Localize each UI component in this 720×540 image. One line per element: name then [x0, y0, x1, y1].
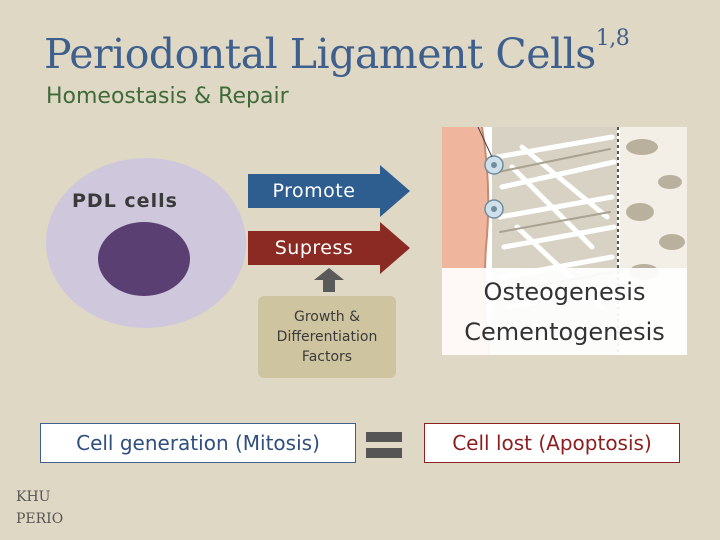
pdl-cells-label: PDL cells [72, 190, 178, 212]
logo-line-1: KHU [16, 489, 51, 505]
khu-perio-logo: KHU PERIO [16, 486, 63, 530]
growth-factors-box: Growth & Differentiation Factors [258, 296, 396, 378]
supress-arrow: Supress [248, 222, 410, 274]
factors-line-2: Differentiation [276, 329, 378, 345]
cell-generation-box: Cell generation (Mitosis) [40, 423, 356, 463]
equals-icon [366, 432, 402, 464]
promote-arrow: Promote [248, 165, 410, 217]
osteogenesis-label: Osteogenesis [483, 277, 646, 306]
slide-subtitle: Homeostasis & Repair [46, 84, 289, 109]
factors-line-1: Growth & [293, 309, 361, 325]
promote-label: Promote [272, 180, 356, 202]
cementogenesis-label: Cementogenesis [464, 317, 665, 346]
factors-line-3: Factors [301, 349, 353, 365]
up-arrow-icon [314, 268, 344, 296]
title-superscript: 1,8 [595, 26, 630, 51]
slide-title: Periodontal Ligament Cells1,8 [44, 26, 630, 78]
logo-line-2: PERIO [16, 511, 64, 527]
pdl-cell-nucleus [98, 222, 190, 296]
supress-label: Supress [274, 237, 354, 259]
tissue-caption: Osteogenesis Cementogenesis [442, 268, 687, 355]
title-text: Periodontal Ligament Cells [44, 30, 596, 78]
cell-lost-box: Cell lost (Apoptosis) [424, 423, 680, 463]
